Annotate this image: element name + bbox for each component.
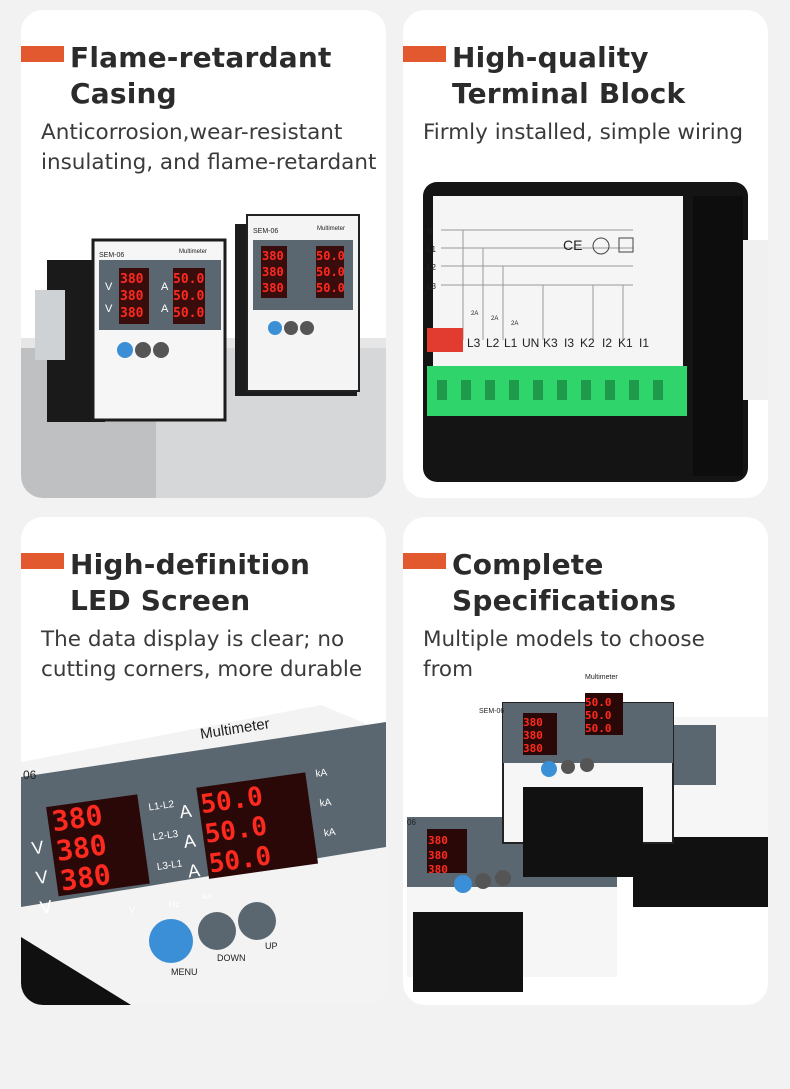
svg-text:V: V	[105, 281, 113, 293]
svg-text:V: V	[129, 905, 135, 915]
svg-text:380: 380	[262, 265, 284, 279]
svg-text:A: A	[187, 860, 202, 881]
svg-text:50.0: 50.0	[585, 709, 612, 722]
svg-text:MENU: MENU	[171, 967, 198, 977]
svg-text:kA: kA	[319, 797, 332, 810]
svg-text:Multimeter: Multimeter	[179, 249, 207, 255]
svg-text:50.0: 50.0	[585, 696, 612, 709]
menu-button-graphic	[149, 919, 193, 963]
svg-text:380: 380	[58, 858, 113, 898]
svg-text:L1: L1	[504, 336, 518, 350]
svg-text:380: 380	[428, 849, 448, 862]
card-description: Firmly installed, simple wiring	[423, 120, 744, 145]
svg-text:L3-L1: L3-L1	[156, 858, 183, 873]
svg-text:50.0: 50.0	[585, 722, 612, 735]
svg-text:I3: I3	[564, 336, 574, 350]
svg-text:380: 380	[523, 729, 543, 742]
svg-text:50.0: 50.0	[173, 306, 204, 321]
svg-text:50.0: 50.0	[316, 265, 345, 279]
card-title: Complete Specifications	[452, 548, 677, 617]
accent-bar	[21, 46, 64, 62]
card-description: The data display is clear; no cutting co…	[41, 627, 363, 682]
svg-text:I1: I1	[639, 336, 649, 350]
card-title: High-definition LED Screen	[70, 548, 311, 617]
feature-card-terminal-block: N L1 L2 L3 2A 2A 2A CE L3 L2 L1 UN K3 I3…	[403, 10, 768, 498]
svg-text:L2: L2	[486, 336, 500, 350]
svg-text:SEM-06: SEM-06	[253, 228, 278, 235]
svg-text:Multimeter: Multimeter	[317, 226, 345, 232]
svg-text:2A: 2A	[511, 321, 518, 327]
svg-text:380: 380	[120, 289, 144, 304]
card-description: Anticorrosion,wear-resistant insulating,…	[41, 120, 377, 175]
svg-text:L3: L3	[427, 282, 436, 291]
accent-bar	[403, 46, 446, 62]
svg-text:V: V	[105, 303, 113, 315]
svg-text:50.0: 50.0	[316, 249, 345, 263]
product-photo-led: Multimeter 06 380 380 380 V V V 50.0 50.…	[21, 517, 386, 1005]
feature-card-led-screen: Multimeter 06 380 380 380 V V V 50.0 50.…	[21, 517, 386, 1005]
svg-text:50.0: 50.0	[173, 289, 204, 304]
svg-text:L3: L3	[467, 336, 481, 350]
svg-text:K3: K3	[543, 336, 558, 350]
svg-text:50.0: 50.0	[173, 272, 204, 287]
svg-text:L1-L2: L1-L2	[148, 799, 175, 814]
card-title: Flame-retardant Casing	[70, 41, 332, 110]
feature-card-specifications: 380 380 380 06 380 380 380 50.0 50.0 50.…	[403, 517, 768, 1005]
svg-text:A: A	[178, 801, 193, 822]
svg-text:kA: kA	[203, 892, 213, 901]
svg-text:06: 06	[407, 818, 416, 827]
svg-text:06: 06	[23, 768, 37, 782]
svg-text:I2: I2	[602, 336, 612, 350]
feature-card-flame-retardant: 380 380 380 50.0 50.0 50.0 SEM-06 Multim…	[21, 10, 386, 498]
product-photo-terminal: N L1 L2 L3 2A 2A 2A CE L3 L2 L1 UN K3 I3…	[403, 10, 768, 498]
svg-text:V: V	[30, 837, 45, 858]
svg-text:V: V	[39, 896, 54, 917]
svg-text:SEM-06: SEM-06	[99, 252, 124, 259]
svg-text:V: V	[35, 867, 50, 888]
svg-text:CE: CE	[563, 237, 582, 253]
card-description: Multiple models to choose from	[423, 627, 705, 682]
svg-text:380: 380	[50, 799, 105, 839]
svg-text:DOWN: DOWN	[217, 953, 246, 963]
svg-text:380: 380	[120, 306, 144, 321]
svg-text:380: 380	[523, 716, 543, 729]
accent-bar	[403, 553, 446, 569]
svg-text:L2-L3: L2-L3	[152, 829, 179, 844]
svg-text:380: 380	[428, 834, 448, 847]
product-photo-casing: 380 380 380 50.0 50.0 50.0 SEM-06 Multim…	[21, 10, 386, 498]
svg-text:Hz: Hz	[169, 899, 180, 909]
svg-text:UP: UP	[265, 941, 278, 951]
svg-text:K2: K2	[580, 336, 595, 350]
svg-text:L1: L1	[427, 245, 436, 254]
led-v1: 380	[262, 249, 284, 263]
svg-text:A: A	[182, 830, 197, 851]
svg-text:380: 380	[523, 742, 543, 755]
svg-text:A: A	[161, 303, 169, 315]
accent-bar	[21, 553, 64, 569]
svg-text:380: 380	[262, 281, 284, 295]
svg-text:Multimeter: Multimeter	[585, 674, 618, 681]
svg-text:380: 380	[428, 863, 448, 876]
svg-text:SEM-06: SEM-06	[479, 708, 504, 715]
svg-text:50.0: 50.0	[316, 281, 345, 295]
svg-text:L2: L2	[427, 263, 436, 272]
svg-text:A: A	[161, 281, 169, 293]
card-title: High-quality Terminal Block	[452, 41, 686, 110]
svg-text:kA: kA	[323, 827, 336, 840]
product-photo-models: 380 380 380 06 380 380 380 50.0 50.0 50.…	[403, 517, 768, 1005]
svg-text:UN: UN	[522, 336, 539, 350]
svg-text:380: 380	[120, 272, 144, 287]
svg-text:2A: 2A	[471, 311, 478, 317]
svg-text:N: N	[427, 227, 433, 236]
svg-text:kA: kA	[315, 767, 328, 780]
svg-text:K1: K1	[618, 336, 633, 350]
svg-text:2A: 2A	[491, 316, 498, 322]
svg-text:380: 380	[54, 828, 109, 868]
